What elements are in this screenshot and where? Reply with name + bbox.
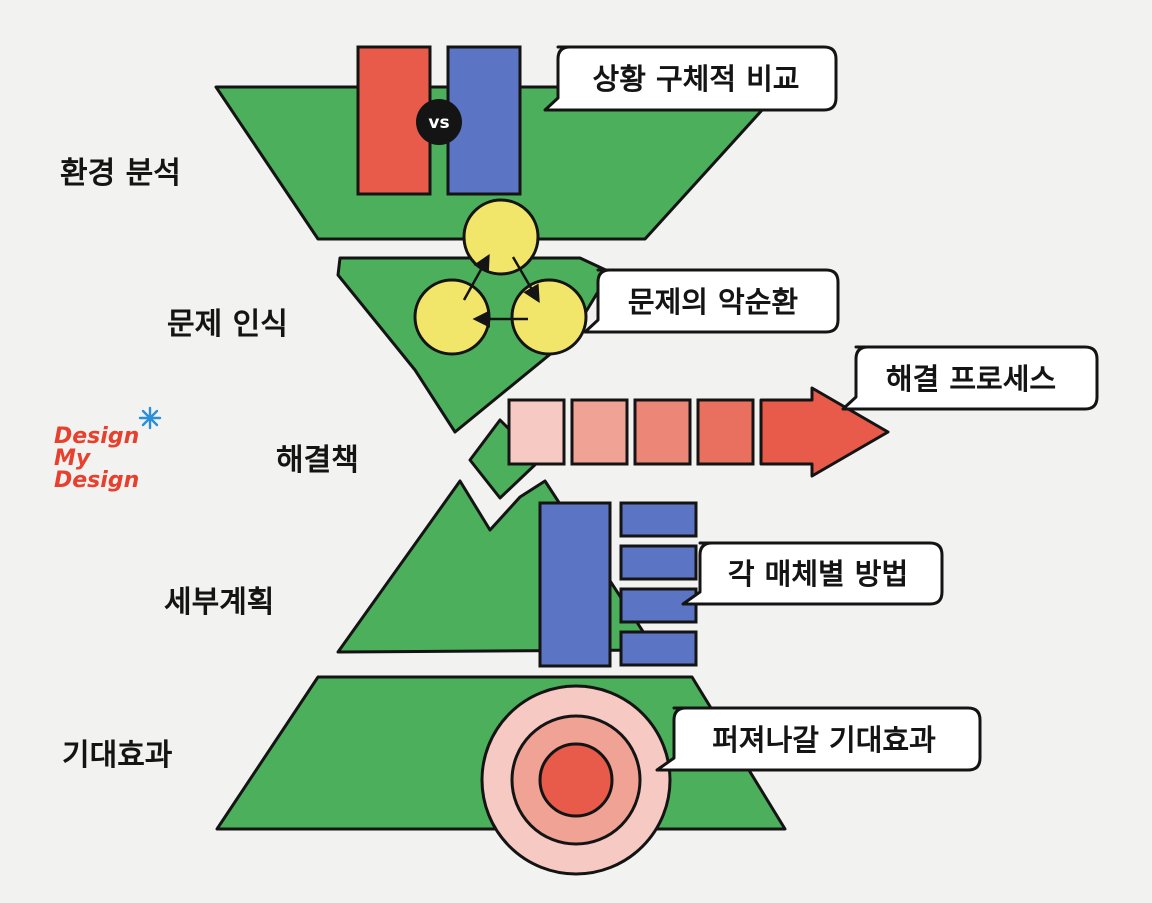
stage-label-environment: 환경 분석 (60, 156, 181, 191)
process-step-2 (570, 398, 629, 466)
callout-effect-text: 퍼져나갈 기대효과 (712, 723, 936, 757)
stage-label-effect: 기대효과 (62, 738, 173, 773)
vs-badge (416, 99, 462, 145)
cycle-arrow-top-to-right (511, 256, 540, 304)
process-step-1 (507, 398, 566, 466)
effect-ring-inner (538, 742, 614, 818)
callout-compare: 상황 구체적 비교 (543, 45, 838, 112)
logo: Design My Design (54, 406, 162, 493)
cycle-arrow-left-to-top (462, 253, 490, 301)
logo-line-1: Design (54, 424, 139, 449)
callout-effect: 퍼져나갈 기대효과 (655, 706, 982, 772)
stage-label-solution: 해결책 (276, 443, 359, 478)
vs-badge-text: vs (428, 113, 449, 133)
logo-line-2: My (54, 446, 92, 471)
cycle-circle-left (413, 278, 491, 356)
stage-label-problem: 문제 인식 (167, 307, 288, 342)
process-step-3 (633, 398, 692, 466)
logo-star-icon (138, 406, 162, 430)
callout-cycle-text: 문제의 악순환 (628, 285, 798, 319)
media-bar-4 (619, 630, 698, 667)
callout-media-text: 각 매체별 방법 (728, 557, 908, 591)
stage-label-plan: 세부계획 (164, 585, 274, 620)
callout-process: 해결 프로세스 (841, 345, 1099, 411)
logo-line-3: Design (54, 468, 139, 493)
callout-process-text: 해결 프로세스 (886, 362, 1056, 396)
media-bar-1 (619, 501, 698, 538)
process-step-4 (696, 398, 755, 466)
process-arrow (759, 386, 890, 478)
callout-cycle: 문제의 악순환 (583, 268, 840, 334)
cycle-circle-right (510, 278, 588, 356)
callout-media: 각 매체별 방법 (681, 541, 944, 606)
media-main-block (538, 501, 612, 668)
media-bar-2 (619, 544, 698, 581)
cycle-circle-top (462, 198, 540, 276)
callout-compare-text: 상황 구체적 비교 (593, 62, 800, 96)
